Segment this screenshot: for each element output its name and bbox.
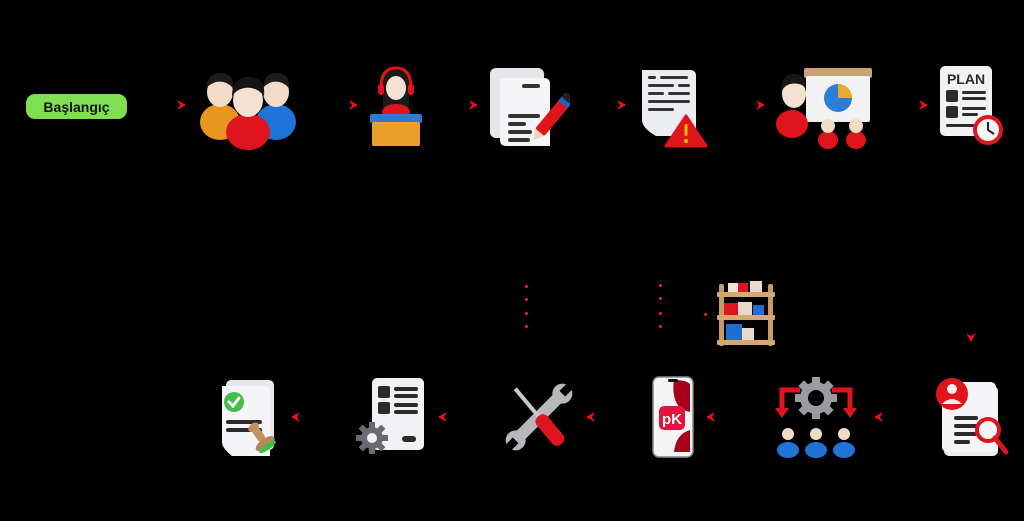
- customer-support-icon: [367, 64, 425, 150]
- arrow-right-icon: [916, 98, 930, 112]
- arrow-right-icon: [753, 98, 767, 112]
- arrow-left-icon: [289, 410, 303, 424]
- profile-search-icon: [934, 376, 1010, 458]
- arrow-right-icon: [174, 98, 188, 112]
- team-process-gear-icon: [772, 376, 860, 458]
- arrow-down-icon: [964, 330, 978, 344]
- connector-dot: [659, 284, 662, 287]
- arrow-left-icon: [584, 410, 598, 424]
- connector-dot: [525, 285, 528, 288]
- connector-dot: [525, 298, 528, 301]
- document-edit-icon: [488, 64, 570, 150]
- connector-dot: [659, 312, 662, 315]
- tools-wrench-screwdriver-icon: [502, 376, 576, 458]
- plan-text: PLAN: [947, 71, 985, 87]
- document-settings-icon: [356, 376, 426, 458]
- arrow-right-icon: [466, 98, 480, 112]
- arrow-right-icon: [346, 98, 360, 112]
- arrow-right-icon: [614, 98, 628, 112]
- connector-dot: [525, 325, 528, 328]
- app-logo-text: pK: [662, 411, 682, 428]
- connector-dot: [659, 297, 662, 300]
- arrow-left-icon: [436, 410, 450, 424]
- connector-dot: [525, 312, 528, 315]
- plan-schedule-icon: PLAN: [938, 64, 1008, 150]
- inventory-shelf-icon: [716, 280, 776, 348]
- document-warning-icon: [636, 64, 708, 150]
- arrow-left-icon: [704, 410, 718, 424]
- connector-dot: [704, 313, 707, 316]
- approved-stamp-document-icon: [218, 376, 282, 458]
- presentation-meeting-icon: [776, 64, 872, 150]
- connector-dot: [659, 325, 662, 328]
- team-group-icon: [196, 62, 300, 150]
- mobile-app-icon: pK: [652, 376, 694, 458]
- arrow-left-icon: [872, 410, 886, 424]
- start-label: Başlangıç: [26, 94, 127, 119]
